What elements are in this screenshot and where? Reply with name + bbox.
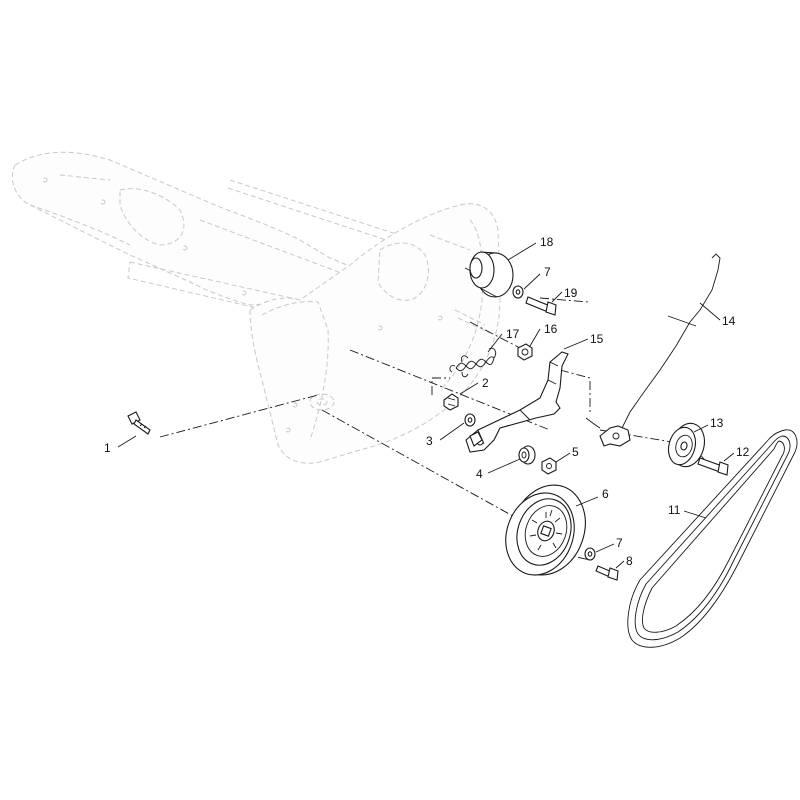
callout-12: 12 [736,445,750,459]
pulley-part-18 [469,251,514,298]
callout-16: 16 [544,322,558,336]
callout-1: 1 [104,441,111,455]
cable-part-14 [585,253,721,447]
callout-labels: 1 2 3 4 5 6 7 7 8 11 12 13 14 15 16 17 1… [104,235,750,568]
washer-part-7-upper [512,285,524,299]
v-belt-part-11 [627,429,798,648]
callout-15: 15 [590,332,604,346]
callout-13: 13 [710,416,724,430]
nut-part-16 [517,343,533,361]
callout-5: 5 [572,445,579,459]
idler-pulley-part-13 [667,422,706,468]
callout-3: 3 [426,434,433,448]
callout-6: 6 [602,487,609,501]
idler-bracket-part-15 [465,351,569,453]
bolt-part-19 [525,296,557,316]
callout-14: 14 [722,314,736,328]
callout-18: 18 [540,235,554,249]
callout-4: 4 [476,467,483,481]
bracket-part-2 [443,393,459,411]
leader-lines [117,242,735,569]
washer-part-7-lower [584,547,596,561]
washer-part-3 [464,413,476,427]
bolt-part-12 [697,457,729,476]
ghosted-housing [11,151,501,464]
callout-19: 19 [564,286,578,300]
bolt-part-8 [595,565,619,581]
callout-2: 2 [482,376,489,390]
callout-17: 17 [506,327,520,341]
nut-part-5 [541,457,557,475]
bolt-part-1 [127,411,151,435]
callout-7-upper: 7 [544,265,551,279]
spacer-part-4 [518,445,536,465]
callout-11: 11 [668,503,681,517]
callout-8: 8 [626,554,633,568]
drive-pulley-part-6 [505,484,586,576]
callout-7-lower: 7 [616,536,623,550]
